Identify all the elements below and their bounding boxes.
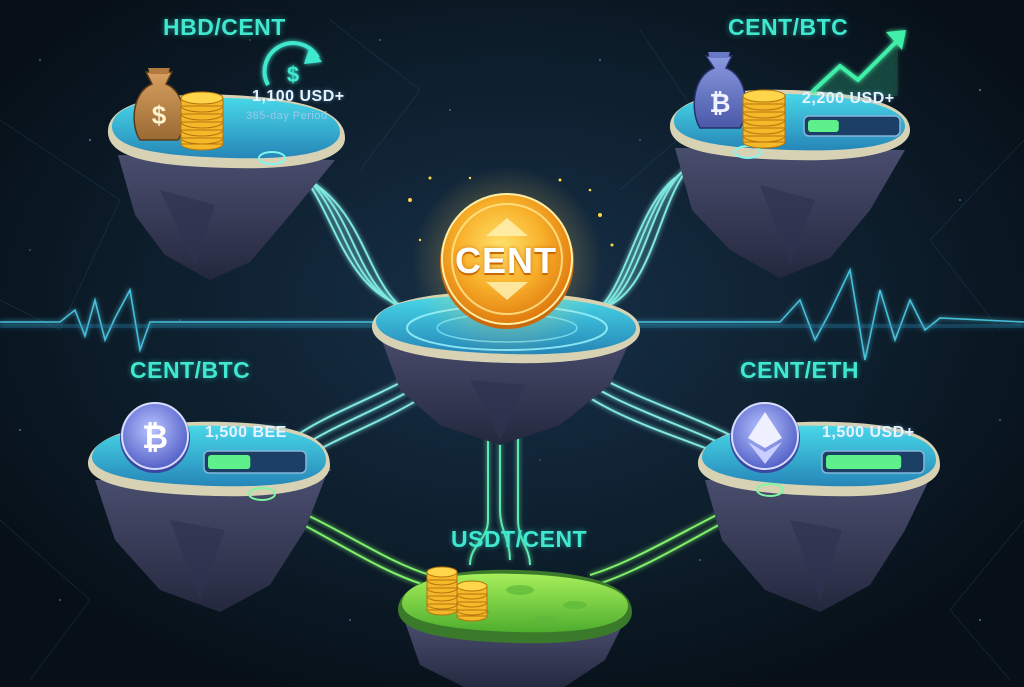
coin-stack-icon (180, 91, 224, 151)
amount-label-top-right: 2,200 USD+ (802, 90, 895, 107)
svg-text:₿: ₿ (709, 89, 730, 119)
ethereum-coin-icon (730, 402, 800, 473)
center-coin-label: CENT (455, 240, 557, 281)
progress-bar-top-right (803, 115, 901, 137)
amount-label-top-left: 1,100 USD+ (252, 88, 345, 105)
svg-text:₿: ₿ (142, 418, 168, 456)
progress-bar-mid-right (821, 450, 925, 474)
connector-port (248, 487, 276, 501)
sparkle-particles (408, 176, 614, 247)
pair-label-hbd-cent: HBD/CENT (163, 14, 286, 40)
trend-up-arrow-icon (810, 30, 906, 96)
pair-label-usdt-cent: USDT/CENT (451, 526, 588, 552)
bitcoin-money-bag-icon: ₿ (693, 52, 747, 129)
connector-port (756, 483, 784, 497)
dollar-cycle-icon: $ (262, 41, 322, 87)
connector-port (258, 151, 286, 165)
star-field (18, 39, 1001, 622)
progress-bar-mid-left (203, 450, 307, 474)
center-cent-coin (408, 167, 614, 357)
dollar-money-bag-icon: $ (133, 68, 185, 141)
period-label-top-left: 365-day Period (246, 110, 328, 122)
pair-label-cent-btc-mid: CENT/BTC (130, 357, 251, 383)
svg-text:$: $ (287, 62, 299, 87)
coin-stack-icon (742, 89, 786, 149)
amount-label-mid-right: 1,500 USD+ (822, 424, 915, 441)
pair-label-cent-eth: CENT/ETH (740, 357, 859, 383)
bitcoin-coin-icon: ₿ (120, 402, 190, 473)
coin-stack-icon (426, 566, 488, 622)
svg-text:$: $ (152, 100, 167, 130)
network-web (0, 19, 1024, 681)
amount-label-mid-left: 1,500 BEE (205, 424, 287, 441)
pair-label-cent-btc-top: CENT/BTC (728, 14, 849, 40)
